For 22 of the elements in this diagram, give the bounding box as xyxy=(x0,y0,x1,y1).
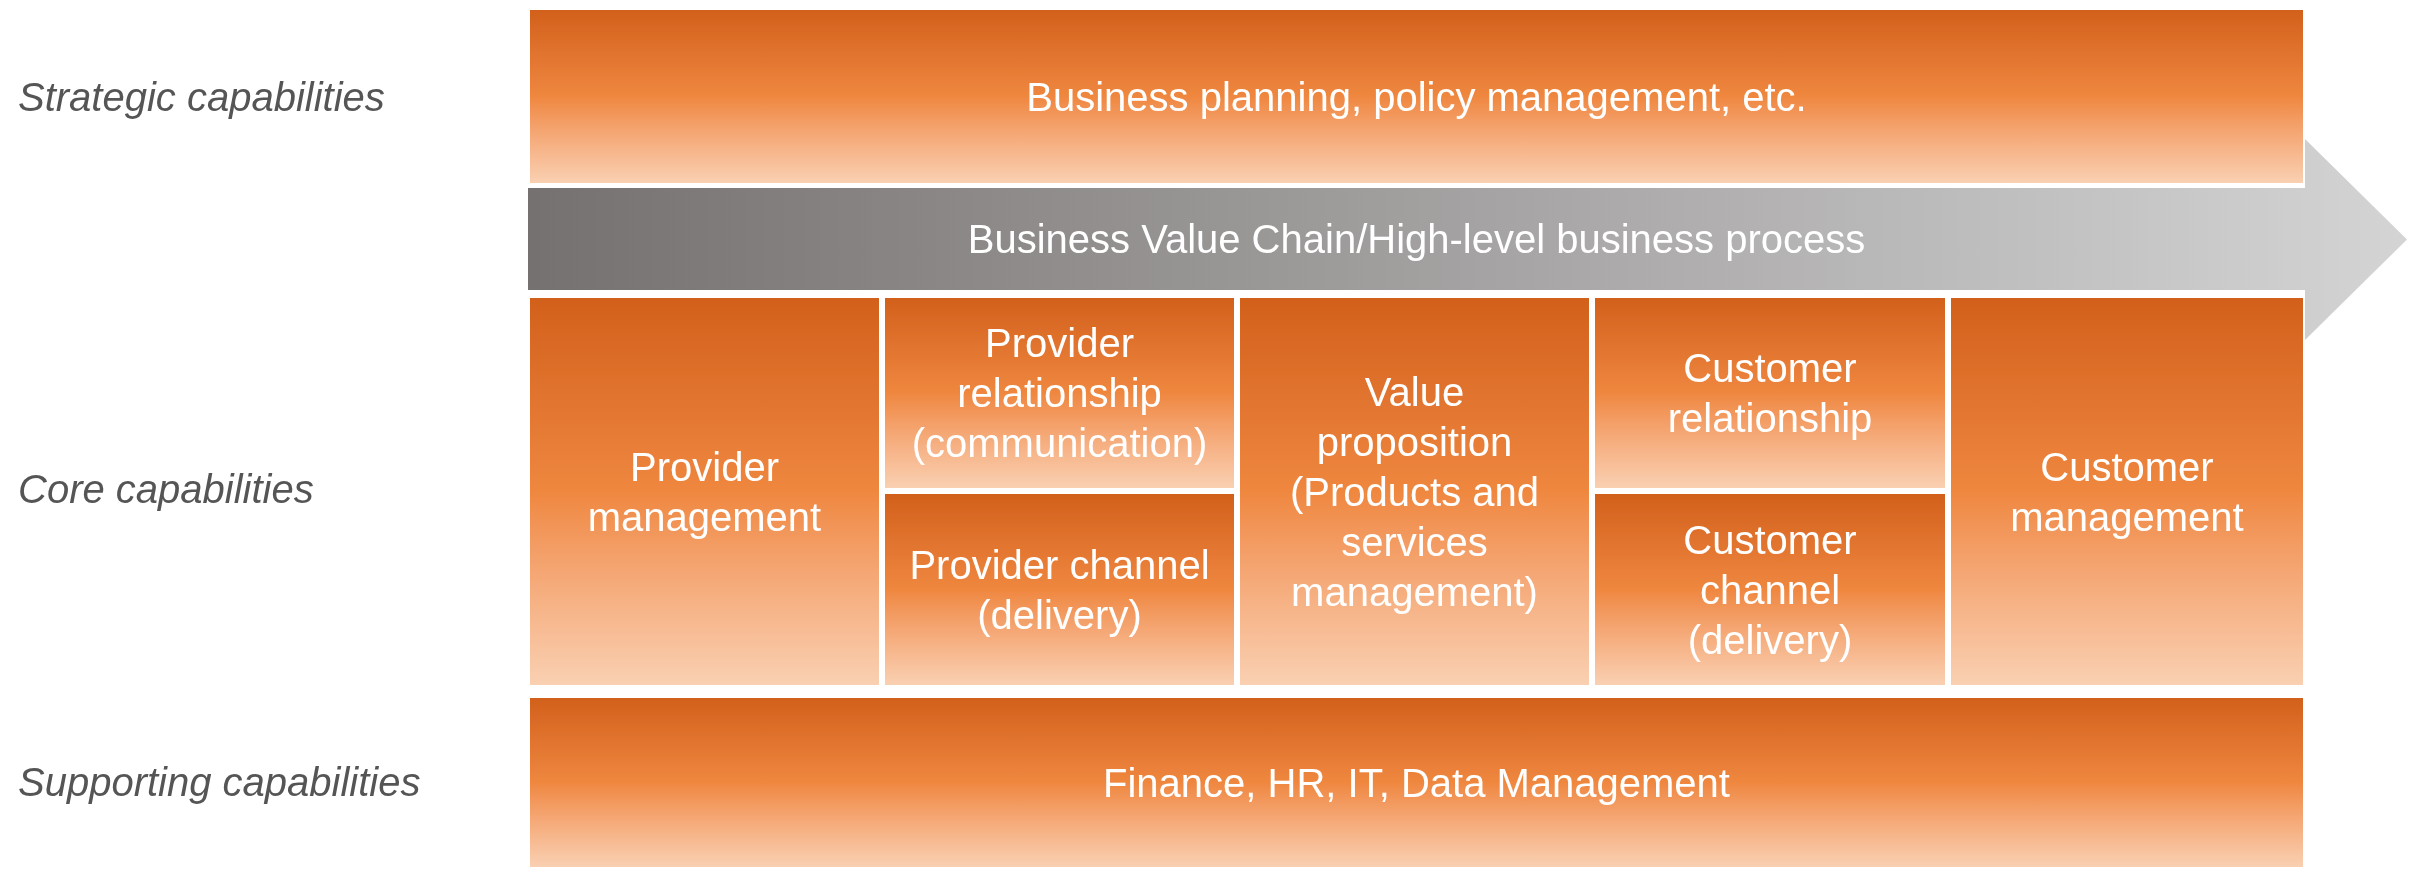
row-label: Core capabilities xyxy=(18,466,314,513)
capability-box xyxy=(1238,296,1591,687)
capability-box xyxy=(883,296,1236,490)
capability-box xyxy=(1949,296,2305,687)
capability-box xyxy=(528,8,2305,185)
node-text: Business planning, policy management, etc. xyxy=(1025,73,1808,121)
node-text: Finance, HR, IT, Data Management xyxy=(1102,759,1731,807)
node-text: Customer management xyxy=(2009,443,2245,541)
row-label: Strategic capabilities xyxy=(18,74,385,121)
capability-box xyxy=(528,296,881,687)
capability-box xyxy=(1593,296,1947,490)
node-text: Provider relationship (communication) xyxy=(910,320,1209,467)
row-label: Supporting capabilities xyxy=(18,759,421,806)
capability-box xyxy=(528,696,2305,869)
capability-box xyxy=(883,492,1236,687)
node-text: Customer relationship xyxy=(1666,345,1874,442)
node-text: Value proposition (Products and services management) xyxy=(1289,368,1540,616)
node-text: Provider channel (delivery) xyxy=(908,541,1211,639)
node-text: Business Value Chain/High-level business process xyxy=(966,216,1867,263)
capability-box xyxy=(1593,492,1947,687)
node-text: Provider management xyxy=(586,443,823,541)
node-text: Customer channel (delivery) xyxy=(1682,516,1858,664)
